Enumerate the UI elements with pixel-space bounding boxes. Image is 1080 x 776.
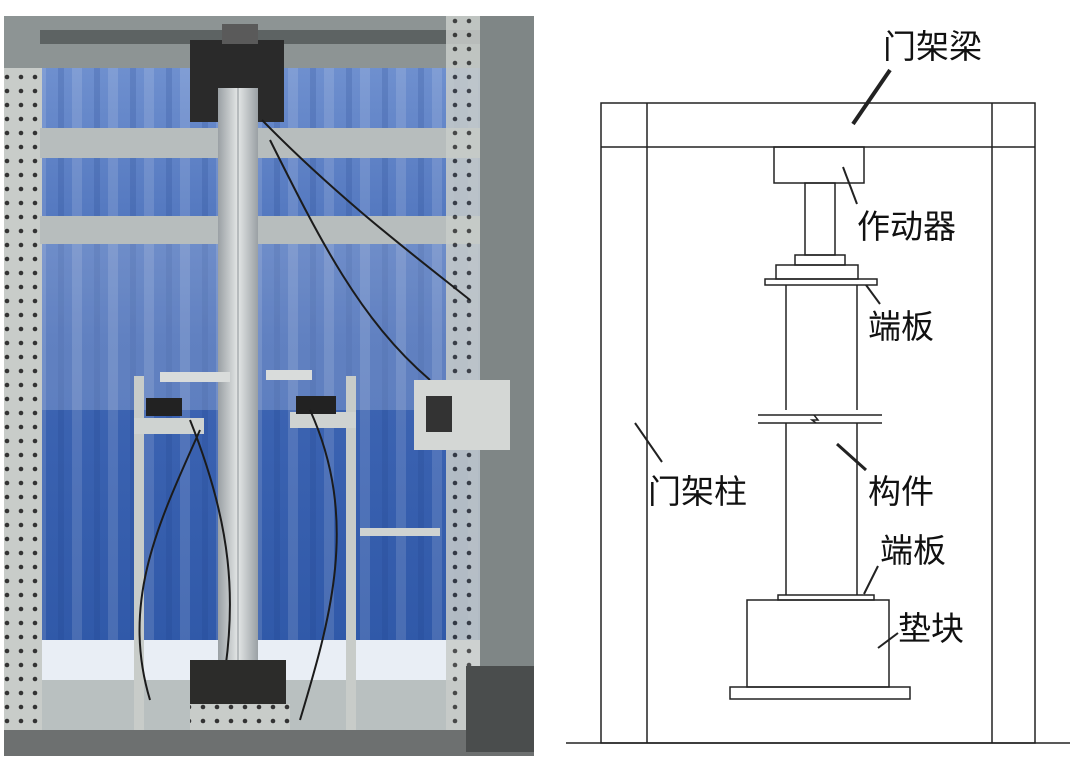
- sensor-arm-left: [134, 418, 204, 434]
- right-brace: [360, 528, 440, 536]
- leader-end-plate-bottom: [863, 565, 879, 595]
- actuator-base: [775, 264, 859, 280]
- actuator-flange: [794, 254, 846, 266]
- label-end-plate-bottom: 端板: [880, 531, 946, 570]
- sensor-arm-right: [290, 412, 356, 428]
- frame-top-rail: [40, 30, 480, 44]
- actuator-housing: [773, 146, 865, 184]
- actuator-rod: [804, 182, 836, 256]
- label-support-block: 垫块: [898, 609, 964, 648]
- label-member: 构件: [868, 472, 934, 511]
- support-block: [746, 599, 890, 688]
- frame-rail-1: [40, 128, 480, 158]
- leader-column: [634, 422, 663, 463]
- leader-actuator: [842, 166, 858, 205]
- sensor-bar-right: [266, 370, 312, 380]
- leader-beam: [851, 68, 892, 126]
- frame-rail-2: [40, 216, 480, 244]
- actuator-cap: [222, 24, 258, 44]
- right-clamp-block: [426, 396, 452, 432]
- sensor-bar-left: [160, 372, 230, 382]
- leader-block: [877, 632, 899, 649]
- leader-end-plate-top: [865, 284, 881, 305]
- curtain-folds: [40, 66, 480, 666]
- diagram-labels: 门架梁 作动器 端板 门架柱 构件 端板 垫块: [648, 27, 982, 648]
- sensor-stand-right: [346, 376, 356, 746]
- sensor-stand-left: [134, 376, 144, 746]
- cable-4: [261, 119, 471, 301]
- test-setup-photo: [4, 16, 534, 756]
- label-end-plate-top: 端板: [868, 307, 934, 346]
- cable-1: [138, 429, 201, 701]
- cable-3: [299, 409, 338, 721]
- floor: [4, 730, 534, 756]
- curtain-highlight: [40, 240, 480, 410]
- sensor-left: [146, 398, 182, 416]
- leader-member: [835, 442, 868, 472]
- break-zigzag: [809, 414, 820, 424]
- schematic-diagram: [566, 68, 1070, 744]
- sensor-right: [296, 396, 336, 414]
- frame-left-post: [4, 16, 42, 756]
- label-gantry-beam: 门架梁: [883, 27, 982, 66]
- equipment-box: [466, 666, 534, 752]
- support-block-base: [729, 686, 911, 700]
- label-actuator: 作动器: [857, 207, 956, 246]
- cable-5: [269, 139, 431, 381]
- label-gantry-column: 门架柱: [648, 472, 747, 511]
- end-plate-top: [764, 278, 878, 286]
